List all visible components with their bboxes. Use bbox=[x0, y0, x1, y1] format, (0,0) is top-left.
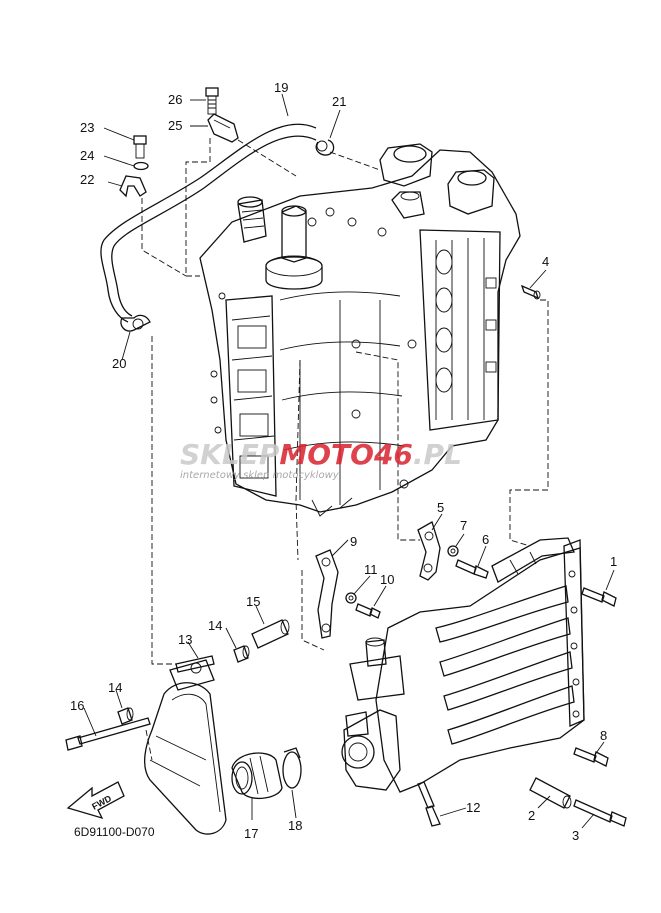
engine-block bbox=[199, 143, 521, 517]
callout-19: 19 bbox=[274, 80, 288, 95]
washer-24 bbox=[133, 161, 149, 171]
callout-2: 2 bbox=[528, 808, 535, 823]
callout-25: 25 bbox=[168, 118, 182, 133]
callout-22: 22 bbox=[80, 172, 94, 187]
water-hose-19 bbox=[100, 123, 335, 332]
holder-22 bbox=[119, 175, 147, 198]
dowel-pin-4 bbox=[520, 284, 541, 300]
bolt-8 bbox=[573, 747, 609, 767]
callout-10: 10 bbox=[380, 572, 394, 587]
collar-2 bbox=[529, 777, 572, 809]
reference-lines bbox=[141, 138, 549, 761]
bolt-6 bbox=[455, 559, 489, 579]
callout-14-lower: 14 bbox=[108, 680, 122, 695]
watermark-brand-tld: .PL bbox=[413, 438, 462, 471]
drawing-code: 6D91100-D070 bbox=[74, 825, 155, 839]
callout-4: 4 bbox=[542, 254, 549, 269]
callout-20: 20 bbox=[112, 356, 126, 371]
bracket-9 bbox=[315, 549, 339, 639]
throttle-body bbox=[341, 637, 405, 791]
bolt-16 bbox=[65, 717, 151, 751]
callout-7: 7 bbox=[460, 518, 467, 533]
bracket-5 bbox=[417, 521, 441, 581]
bolt-10 bbox=[355, 603, 381, 619]
callout-11: 11 bbox=[364, 562, 378, 577]
callout-26: 26 bbox=[168, 92, 182, 107]
grommet-14-upper bbox=[233, 645, 250, 663]
callout-16: 16 bbox=[70, 698, 84, 713]
bolt-3 bbox=[573, 799, 627, 827]
callout-13: 13 bbox=[178, 632, 192, 647]
joint-17 bbox=[231, 752, 283, 799]
forward-direction-arrow: FWD bbox=[66, 781, 125, 820]
bolt-1 bbox=[581, 587, 617, 607]
pipe-13 bbox=[175, 655, 215, 673]
callout-numbers: 1 2 3 4 5 6 7 8 9 10 11 12 13 14 14 15 1… bbox=[70, 80, 617, 843]
callout-3: 3 bbox=[572, 828, 579, 843]
callout-6: 6 bbox=[482, 532, 489, 547]
fwd-label: FWD bbox=[90, 793, 113, 812]
bolt-12 bbox=[417, 781, 441, 827]
intake-manifold bbox=[375, 537, 585, 793]
watermark-brand-mid: MOTO bbox=[279, 438, 374, 471]
callout-17: 17 bbox=[244, 826, 258, 841]
bolt-26 bbox=[205, 87, 219, 115]
callout-1: 1 bbox=[610, 554, 617, 569]
callout-8: 8 bbox=[600, 728, 607, 743]
callout-12: 12 bbox=[466, 800, 480, 815]
callout-18: 18 bbox=[288, 818, 302, 833]
collar-15 bbox=[251, 619, 290, 649]
watermark-brand-left: SKLEP bbox=[180, 438, 280, 471]
washer-7 bbox=[447, 545, 459, 557]
grommet-14-lower bbox=[117, 707, 134, 725]
callout-leaders bbox=[83, 93, 615, 829]
callout-21: 21 bbox=[332, 94, 346, 109]
clamp-18 bbox=[282, 747, 302, 789]
callout-15: 15 bbox=[246, 594, 260, 609]
watermark-tagline: internetowy sklep motocyklowy bbox=[180, 470, 340, 481]
watermark: SKLEPMOTO46.PL internetowy sklep motocyk… bbox=[180, 438, 462, 481]
watermark-brand-num: 46 bbox=[373, 438, 413, 471]
silencer-cover bbox=[144, 659, 227, 835]
hose-holder-25 bbox=[207, 113, 239, 143]
callout-14-upper: 14 bbox=[208, 618, 222, 633]
washer-11 bbox=[345, 592, 357, 604]
svg-text:SKLEPMOTO46.PL: SKLEPMOTO46.PL bbox=[180, 438, 462, 471]
callout-24: 24 bbox=[80, 148, 94, 163]
callout-9: 9 bbox=[350, 534, 357, 549]
callout-5: 5 bbox=[437, 500, 444, 515]
callout-23: 23 bbox=[80, 120, 94, 135]
bolt-23 bbox=[133, 135, 147, 159]
